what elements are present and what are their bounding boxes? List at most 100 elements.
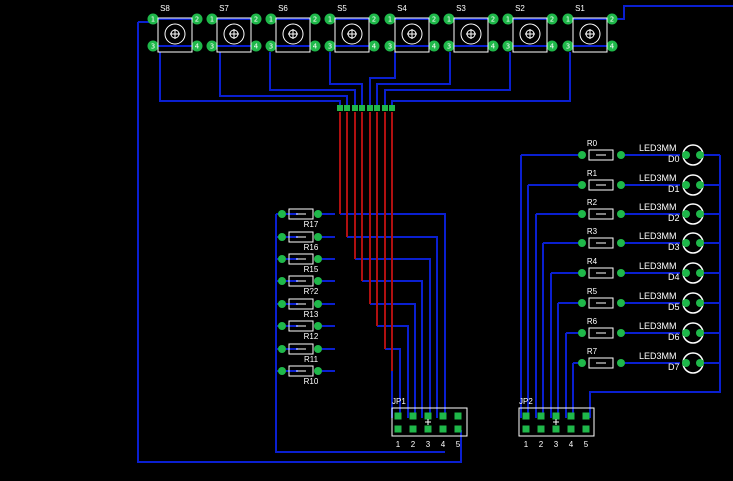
resistor-body <box>288 365 314 377</box>
resistor: R5 <box>578 287 625 309</box>
pad <box>314 322 322 330</box>
pin-label: 3 <box>151 43 155 51</box>
switch-label: S1 <box>575 4 585 13</box>
pad <box>562 40 574 52</box>
via <box>409 425 417 433</box>
pad <box>487 40 499 52</box>
via <box>582 412 590 420</box>
pad <box>617 329 625 337</box>
resistor-body <box>288 275 314 287</box>
pad <box>314 233 322 241</box>
switch-actuator <box>341 23 363 45</box>
header-outline <box>518 407 595 437</box>
via <box>567 412 575 420</box>
pad <box>682 151 690 159</box>
switch-actuator <box>460 23 482 45</box>
pad <box>696 269 704 277</box>
resistor-body <box>588 179 614 191</box>
pad <box>696 151 704 159</box>
pin-label: 1 <box>151 16 155 24</box>
pad <box>309 13 321 25</box>
via <box>374 105 380 111</box>
pin-label: 2 <box>432 16 436 24</box>
pad <box>578 210 586 218</box>
via <box>537 425 545 433</box>
pin-label: 1 <box>328 16 332 24</box>
resistor-label: R6 <box>587 317 598 326</box>
pad <box>502 13 514 25</box>
switch-label: S3 <box>456 4 466 13</box>
header-pin-number: 1 <box>524 440 529 449</box>
trace <box>589 155 721 418</box>
pin-label: 2 <box>313 16 317 24</box>
pad <box>546 40 558 52</box>
pad <box>682 269 690 277</box>
pin-label: 4 <box>313 43 318 51</box>
switch-actuator <box>579 23 601 45</box>
resistor-body <box>588 327 614 339</box>
pin-label: 2 <box>550 16 554 24</box>
header-outline <box>391 407 468 437</box>
via <box>337 105 343 111</box>
via <box>394 425 402 433</box>
led-designator: D7 <box>668 362 680 372</box>
pad <box>443 13 455 25</box>
via <box>424 425 432 433</box>
pad <box>206 13 218 25</box>
switch-label: S2 <box>515 4 525 13</box>
via <box>389 105 395 111</box>
pad <box>546 13 558 25</box>
pad <box>562 13 574 25</box>
pad <box>578 329 586 337</box>
via <box>344 105 350 111</box>
resistor: R12 <box>278 320 335 341</box>
pad <box>278 367 286 375</box>
resistor: R3 <box>578 227 625 249</box>
pad <box>606 13 618 25</box>
pad <box>314 255 322 263</box>
pad <box>278 233 286 241</box>
switch-actuator <box>519 23 541 45</box>
pin-label: 4 <box>254 43 259 51</box>
resistor-body <box>288 253 314 265</box>
pin-label: 1 <box>269 16 273 24</box>
pad <box>682 239 690 247</box>
pad <box>278 277 286 285</box>
pad <box>191 13 203 25</box>
switch-label: S7 <box>219 4 229 13</box>
pad <box>617 210 625 218</box>
resistor-body <box>588 208 614 220</box>
resistor-label: R5 <box>587 287 598 296</box>
pin-label: 2 <box>372 16 376 24</box>
pin-label: 3 <box>328 43 332 51</box>
trace <box>377 325 409 418</box>
trace <box>391 52 571 108</box>
pad <box>250 13 262 25</box>
trace <box>376 52 451 108</box>
pad <box>314 345 322 353</box>
via <box>367 105 373 111</box>
pad <box>314 277 322 285</box>
switch-body <box>216 17 252 53</box>
resistor-label: R13 <box>304 310 319 319</box>
header-pin-number: 5 <box>584 440 589 449</box>
via <box>359 105 365 111</box>
trace <box>362 280 423 418</box>
switch-body <box>157 17 193 53</box>
switch-label: S4 <box>397 4 407 13</box>
led-designator: D4 <box>668 272 680 282</box>
pad <box>578 151 586 159</box>
pin-label: 2 <box>254 16 258 24</box>
pin-label: 4 <box>432 43 437 51</box>
resistor: R13 <box>278 298 335 319</box>
pad <box>278 210 286 218</box>
